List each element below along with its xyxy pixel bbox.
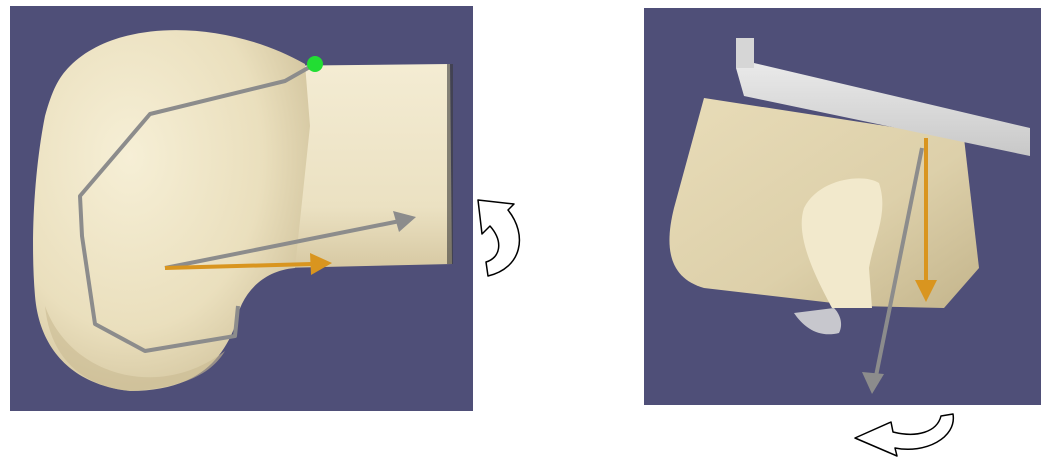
tray-post — [736, 38, 754, 68]
tibia-3d-viewport — [644, 8, 1041, 405]
curved-rotation-arrow-icon — [470, 180, 528, 298]
shaft-cut-edge — [447, 64, 453, 264]
femur-render — [10, 6, 473, 411]
landmark-dot-icon — [307, 56, 323, 72]
tibia-render — [644, 8, 1041, 405]
femur-3d-viewport — [10, 6, 473, 411]
curved-rotation-arrow-icon — [845, 408, 965, 458]
